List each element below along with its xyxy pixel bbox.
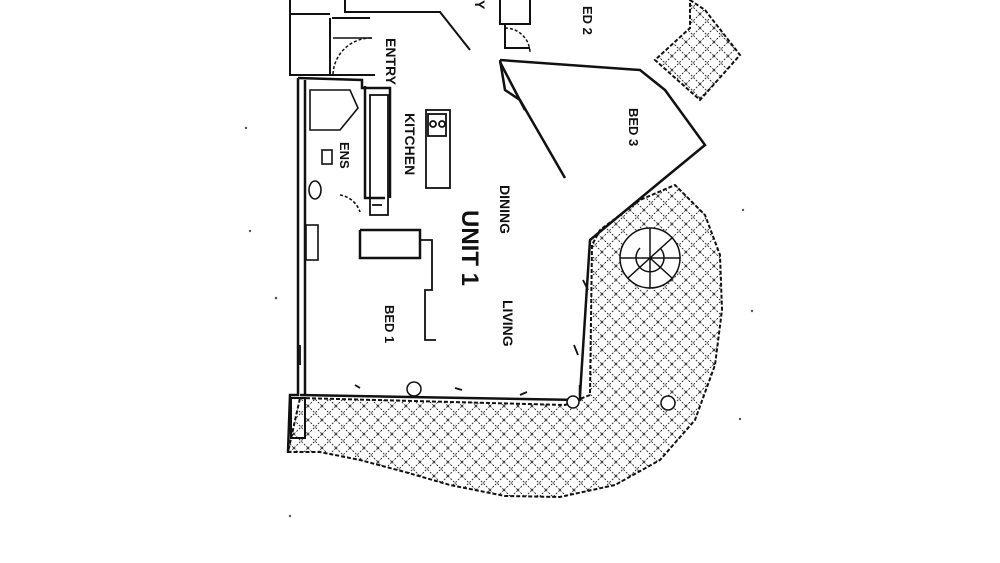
label-ens: ENS	[337, 142, 352, 169]
label-bed1: BED 1	[382, 305, 397, 343]
scan-noise	[244, 126, 754, 518]
label-dining: DINING	[497, 185, 513, 234]
terrace	[286, 183, 724, 499]
ensuite-fixtures	[305, 89, 361, 261]
label-partial: Y	[472, 0, 488, 10]
bed2-balcony	[653, 0, 742, 102]
unit-walls	[286, 58, 707, 453]
label-entry: ENTRY	[383, 38, 399, 86]
kitchen-fixtures	[369, 94, 451, 216]
label-bed3: BED 3	[626, 108, 641, 146]
spiral-staircase	[619, 227, 681, 289]
label-bed2: ED 2	[580, 6, 595, 35]
label-living: LIVING	[500, 300, 516, 347]
column	[290, 397, 306, 439]
label-unit: UNIT 1	[456, 210, 483, 286]
upper-walls	[289, 0, 531, 76]
bed1-marks	[299, 239, 589, 396]
fixture-circles	[406, 381, 676, 411]
label-kitchen: KITCHEN	[402, 113, 418, 175]
entry-door	[332, 27, 531, 75]
